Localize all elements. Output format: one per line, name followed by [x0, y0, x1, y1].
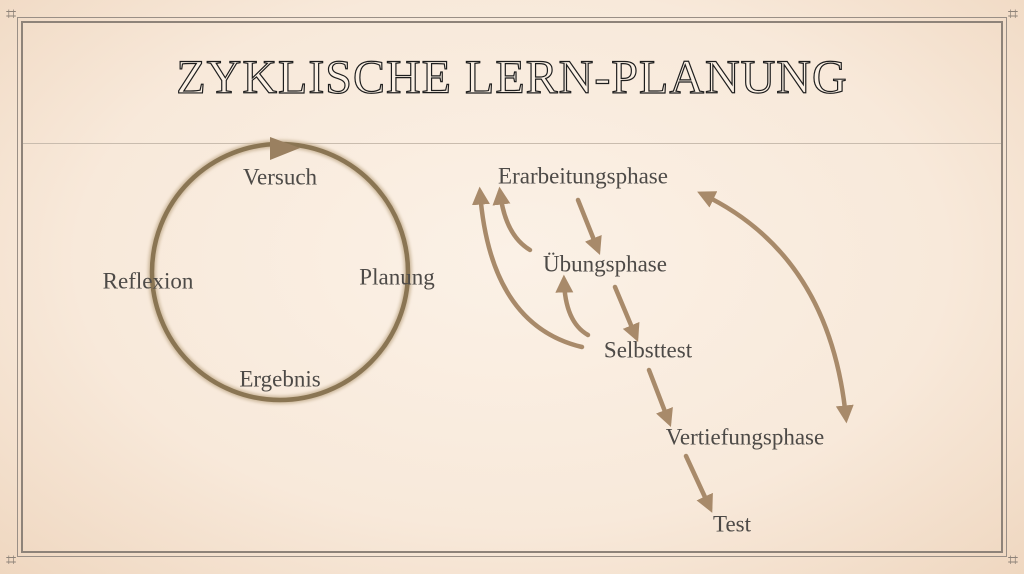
- cycle-label-ergebnis: Ergebnis: [239, 366, 321, 392]
- cycle-arrowhead-icon: [270, 137, 300, 160]
- arrow-selbsttest-to-vertiefung: [646, 367, 673, 428]
- arrow-uebung-to-selbsttest: [612, 284, 640, 342]
- phase-label: Übungsphase: [543, 251, 667, 277]
- arrow-erarbeitung-to-uebung: [575, 197, 602, 256]
- arrow-erarbeitung-vertiefung: [697, 191, 854, 424]
- phase-label: Vertiefungsphase: [665, 424, 825, 450]
- cycle-label-versuch: Versuch: [242, 164, 318, 190]
- phase-label: Erarbeitungsphase: [498, 163, 668, 189]
- arrow-selbsttest-to-erarbeitung: [471, 186, 585, 350]
- outer-frame: [17, 17, 1007, 557]
- cycle-label-reflexion: Reflexion: [102, 268, 194, 294]
- arrow-selbsttest-to-uebung: [555, 274, 591, 338]
- cycle-label-planung: Planung: [359, 264, 435, 290]
- slide-title: ZYKLISCHE LERN-PLANUNG: [176, 50, 848, 104]
- inner-frame: [21, 21, 1003, 553]
- phase-label: Selbsttest: [603, 337, 693, 363]
- corner-ornament-icon: ⌗: [1007, 4, 1018, 24]
- corner-ornament-icon: ⌗: [6, 550, 17, 570]
- arrow-vertiefung-to-test: [683, 453, 713, 513]
- phase-label: Test: [713, 511, 751, 537]
- arrow-uebung-to-erarbeitung: [492, 186, 533, 253]
- corner-ornament-icon: ⌗: [1007, 550, 1018, 570]
- title-divider: [23, 143, 1001, 144]
- corner-ornament-icon: ⌗: [6, 4, 17, 24]
